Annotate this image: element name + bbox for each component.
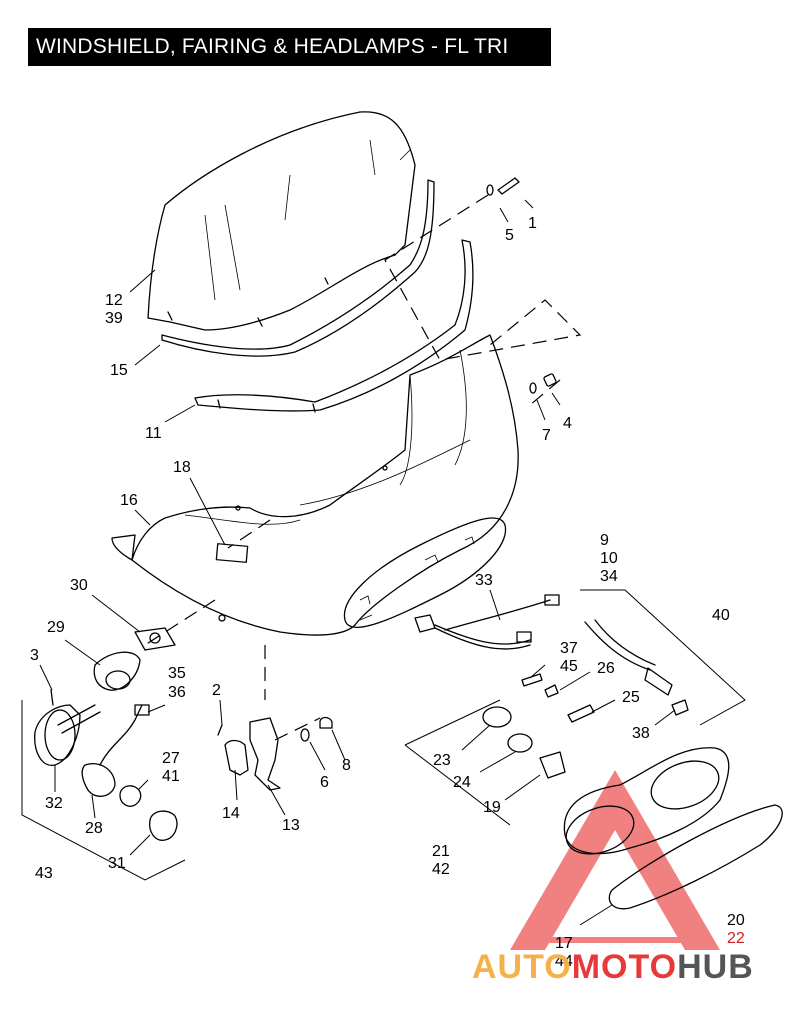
headlamp-small-parts [482,673,689,779]
callout-11: 11 [145,425,162,442]
watermark-logo: AUTOMOTOHUB [472,948,754,986]
callout-8: 8 [342,757,351,774]
callout-32: 32 [45,795,63,812]
watermark-triangle [510,770,720,950]
wiring-harness [414,594,673,696]
callout-43: 43 [35,865,53,882]
windshield [147,111,416,331]
callout-10: 10 [600,550,618,567]
callout-6: 6 [320,774,329,791]
callout-13: 13 [282,817,300,834]
callout-26: 26 [597,660,615,677]
callout-3: 3 [30,647,39,664]
callout-31: 31 [108,855,126,872]
callout-38: 38 [632,725,650,742]
watermark-moto: MOTO [572,948,677,986]
diagram-title: WINDSHIELD, FAIRING & HEADLAMPS - FL TRI [28,28,551,66]
callout-34: 34 [600,568,618,585]
callout-14: 14 [222,805,240,822]
watermark-hub: HUB [677,948,754,986]
callout-16: 16 [120,492,138,509]
callout-2: 2 [212,682,221,699]
callout-41: 41 [162,768,180,785]
callout-4: 4 [563,415,572,432]
callout-7: 7 [542,427,551,444]
callout-18: 18 [173,459,191,476]
callout-1: 1 [528,215,537,232]
callout-40: 40 [712,607,730,624]
callout-25: 25 [622,689,640,706]
screw-and-washer-top [486,177,520,196]
headlamp-housing [563,747,783,910]
callout-9: 9 [600,532,609,549]
callout-5: 5 [505,227,514,244]
watermark-auto: AUTO [472,948,572,986]
parts-group-bracket-turn-signal [21,700,186,881]
callout-17: 17 [555,935,573,952]
callout-labels: 1 5 4 7 12 39 15 11 16 18 30 29 3 35 36 … [30,215,745,970]
assembly-lines [144,194,582,741]
callout-23: 23 [433,752,451,769]
callout-33: 33 [475,572,493,589]
parts-group-bracket-headlamp [404,699,511,826]
callout-12: 12 [105,292,123,309]
callout-24: 24 [453,774,471,791]
outer-fairing [111,334,519,636]
callout-21: 21 [432,843,450,860]
callout-45: 45 [560,658,578,675]
callout-30: 30 [70,577,88,594]
parts-group-bracket-right [580,589,746,726]
callout-35: 35 [168,665,186,682]
callout-29: 29 [47,619,65,636]
callout-44: 44 [555,953,573,970]
nut-and-washer [529,373,557,394]
mounting-bracket [217,716,333,791]
callout-leaders [39,199,676,926]
callout-28: 28 [85,820,103,837]
callout-39: 39 [105,310,123,327]
callout-42: 42 [432,861,450,878]
callout-36: 36 [168,684,186,701]
svg-text:AUTOMOTOHUB: AUTOMOTOHUB [472,948,754,986]
callout-19: 19 [483,799,501,816]
callout-27: 27 [162,750,180,767]
callout-22: 22 [727,930,745,947]
callout-20: 20 [727,912,745,929]
turn-signal-assembly [34,627,178,841]
callout-15: 15 [110,362,128,379]
windshield-trim-strip [161,179,435,357]
inner-fairing-trim [194,239,474,413]
callout-37: 37 [560,640,578,657]
